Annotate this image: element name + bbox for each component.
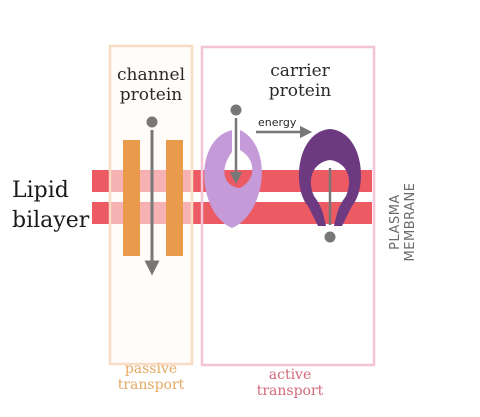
membrane-label-line: MEMBRANE — [403, 182, 418, 262]
carrier-protein-label: carrier protein — [245, 61, 355, 101]
carrier-label-line: protein — [268, 80, 332, 101]
passive-label-line: transport — [117, 377, 185, 394]
active-label-line: active — [268, 367, 312, 383]
lipid-bilayer-label: Lipid bilayer — [12, 176, 89, 235]
carrier-label-line: carrier — [270, 61, 330, 81]
lipid-label-line: bilayer — [12, 207, 90, 233]
channel-protein-right — [166, 140, 183, 256]
plasma-membrane-label: PLASMA MEMBRANE — [388, 167, 419, 277]
solute-dot-icon — [146, 116, 158, 128]
active-transport-label: active transport — [230, 367, 350, 399]
active-label-line: transport — [256, 383, 324, 400]
carrier-protein-closed — [298, 129, 362, 226]
passive-transport-label: passive transport — [106, 361, 196, 393]
carrier-protein-open — [204, 130, 262, 228]
channel-protein-left — [123, 140, 140, 256]
solute-dot-icon — [324, 231, 336, 243]
channel-label-line: channel — [117, 65, 185, 85]
active-transport-box — [200, 45, 376, 367]
solute-dot-icon — [230, 104, 242, 116]
energy-label: energy — [258, 116, 297, 129]
passive-label-line: passive — [124, 361, 178, 377]
channel-label-line: protein — [119, 84, 183, 105]
membrane-label-line: PLASMA — [388, 194, 404, 250]
channel-protein-label: channel protein — [106, 65, 196, 105]
lipid-label-line: Lipid — [12, 178, 69, 203]
